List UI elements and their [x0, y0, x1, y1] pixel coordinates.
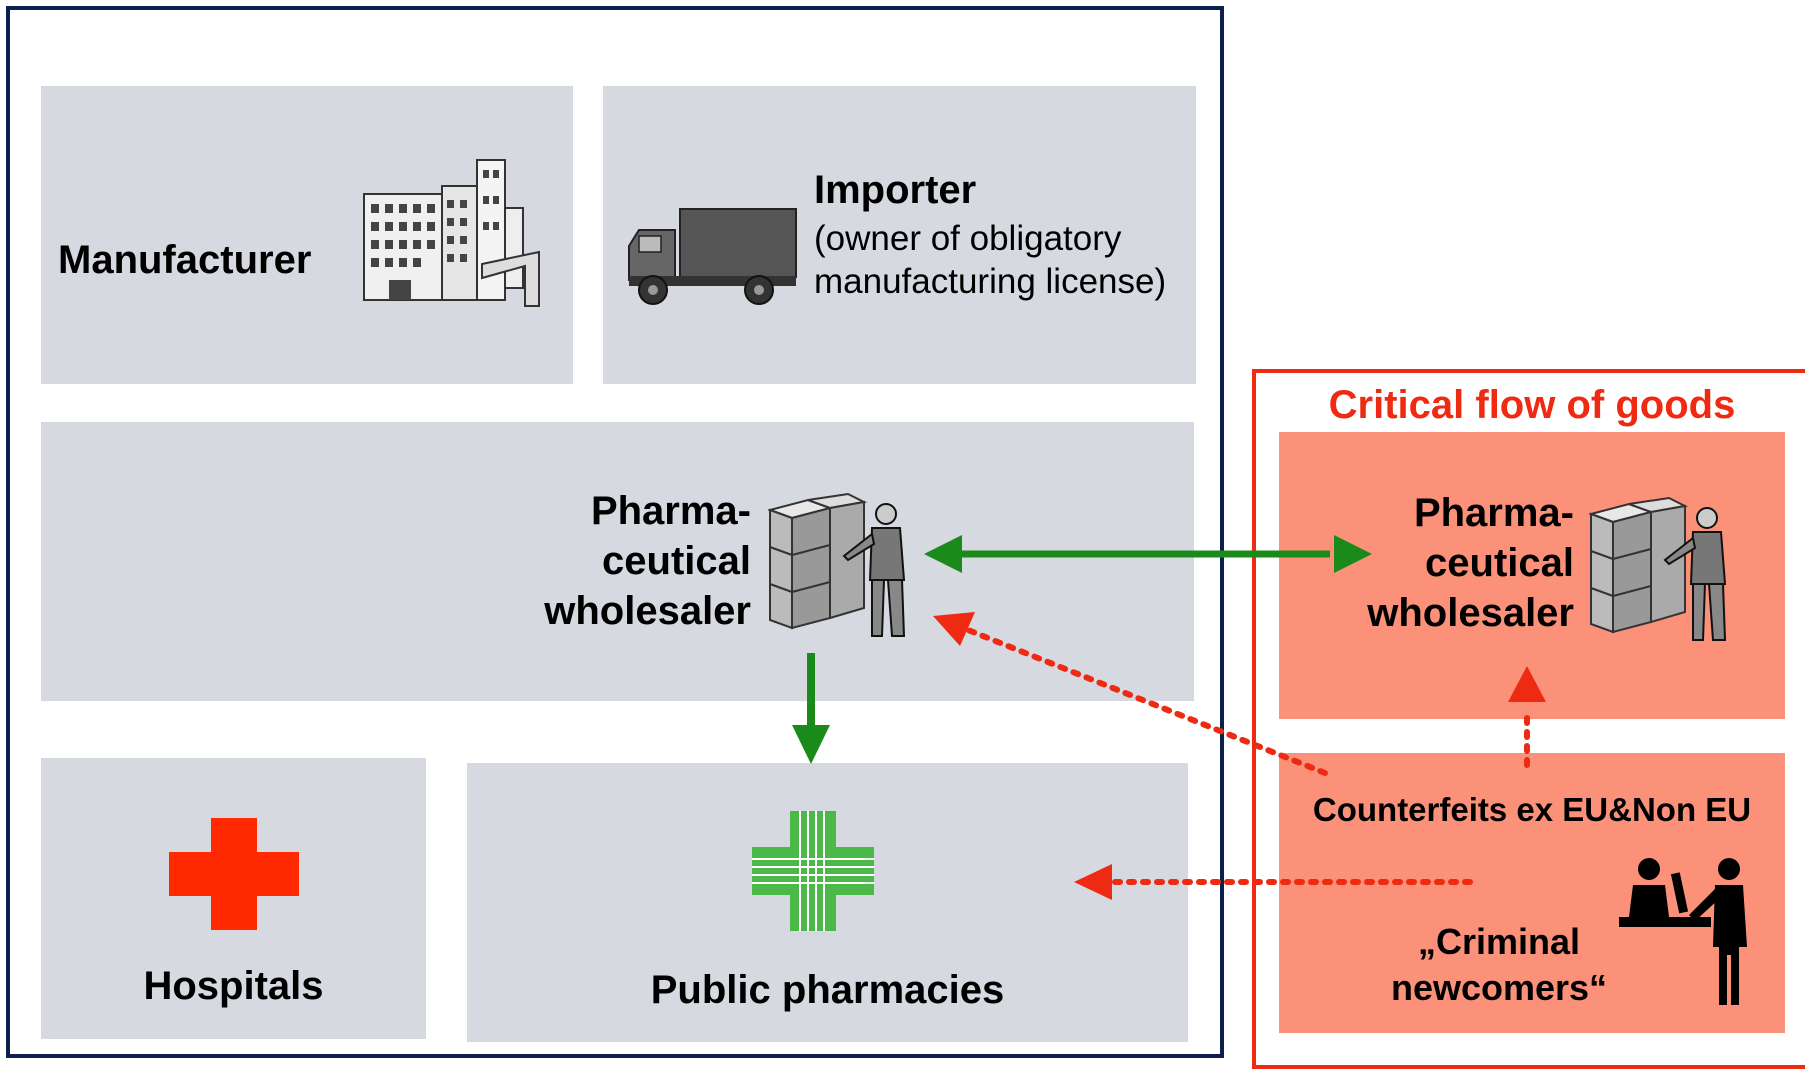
critical-wholesaler-label: Pharma- ceutical wholesaler — [1279, 488, 1574, 638]
hospitals-label: Hospitals — [143, 964, 324, 1008]
edge-wholesaler-to-critical-wholesaler — [924, 535, 1372, 573]
importer-node: Importer (owner of obligatory manufactur… — [603, 86, 1196, 384]
wholesaler-node: Pharma- ceutical wholesaler — [41, 422, 1194, 701]
wholesaler-label-line2: ceutical — [602, 539, 751, 583]
wholesaler-label: Pharma- ceutical wholesaler — [471, 486, 751, 636]
criminal-newcomers-line1: „Criminal — [1417, 921, 1581, 962]
boxes-person-icon — [768, 492, 906, 637]
edge-counterfeits-to-wholesaler — [933, 612, 1328, 776]
counterfeits-label: Counterfeits ex EU&Non EU — [1312, 791, 1752, 828]
hospitals-node: Hospitals — [41, 758, 426, 1039]
criminal-newcomers-label: „Criminal newcomers“ — [1389, 919, 1609, 1011]
edge-criminal-to-pharmacies — [1074, 864, 1473, 900]
truck-icon — [628, 208, 797, 305]
manufacturer-node: Manufacturer — [41, 86, 573, 384]
pharmacies-node: Public pharmacies — [467, 763, 1188, 1042]
pharmacies-label: Public pharmacies — [650, 968, 1005, 1012]
critical-wholesaler-label-line2: ceutical — [1425, 541, 1574, 585]
legal-supply-chain-frame — [6, 6, 1224, 1058]
importer-subtitle-line1: (owner of obligatory — [814, 219, 1122, 258]
boxes-person-icon — [1589, 496, 1727, 641]
reception-desk-icon — [1619, 858, 1747, 1005]
counterfeits-node: Counterfeits ex EU&Non EU „Criminal newc… — [1279, 753, 1785, 1033]
critical-wholesaler-node: Pharma- ceutical wholesaler — [1279, 432, 1785, 719]
critical-flow-title: Critical flow of goods — [1328, 383, 1736, 427]
critical-wholesaler-label-line1: Pharma- — [1413, 491, 1574, 535]
wholesaler-label-line3: wholesaler — [544, 589, 751, 633]
wholesaler-label-line1: Pharma- — [590, 489, 751, 533]
factory-icon — [363, 159, 540, 307]
importer-title: Importer — [814, 168, 977, 212]
criminal-newcomers-line2: newcomers“ — [1390, 967, 1608, 1008]
critical-wholesaler-label-line3: wholesaler — [1367, 591, 1574, 635]
importer-subtitle-line2: manufacturing license) — [814, 262, 1167, 301]
pharmacy-cross-icon — [752, 811, 874, 931]
edge-counterfeits-to-critical-wholesaler — [1508, 666, 1546, 768]
edge-wholesaler-to-pharmacies — [792, 653, 830, 764]
manufacturer-label: Manufacturer — [58, 238, 312, 282]
red-cross-icon — [169, 818, 299, 930]
